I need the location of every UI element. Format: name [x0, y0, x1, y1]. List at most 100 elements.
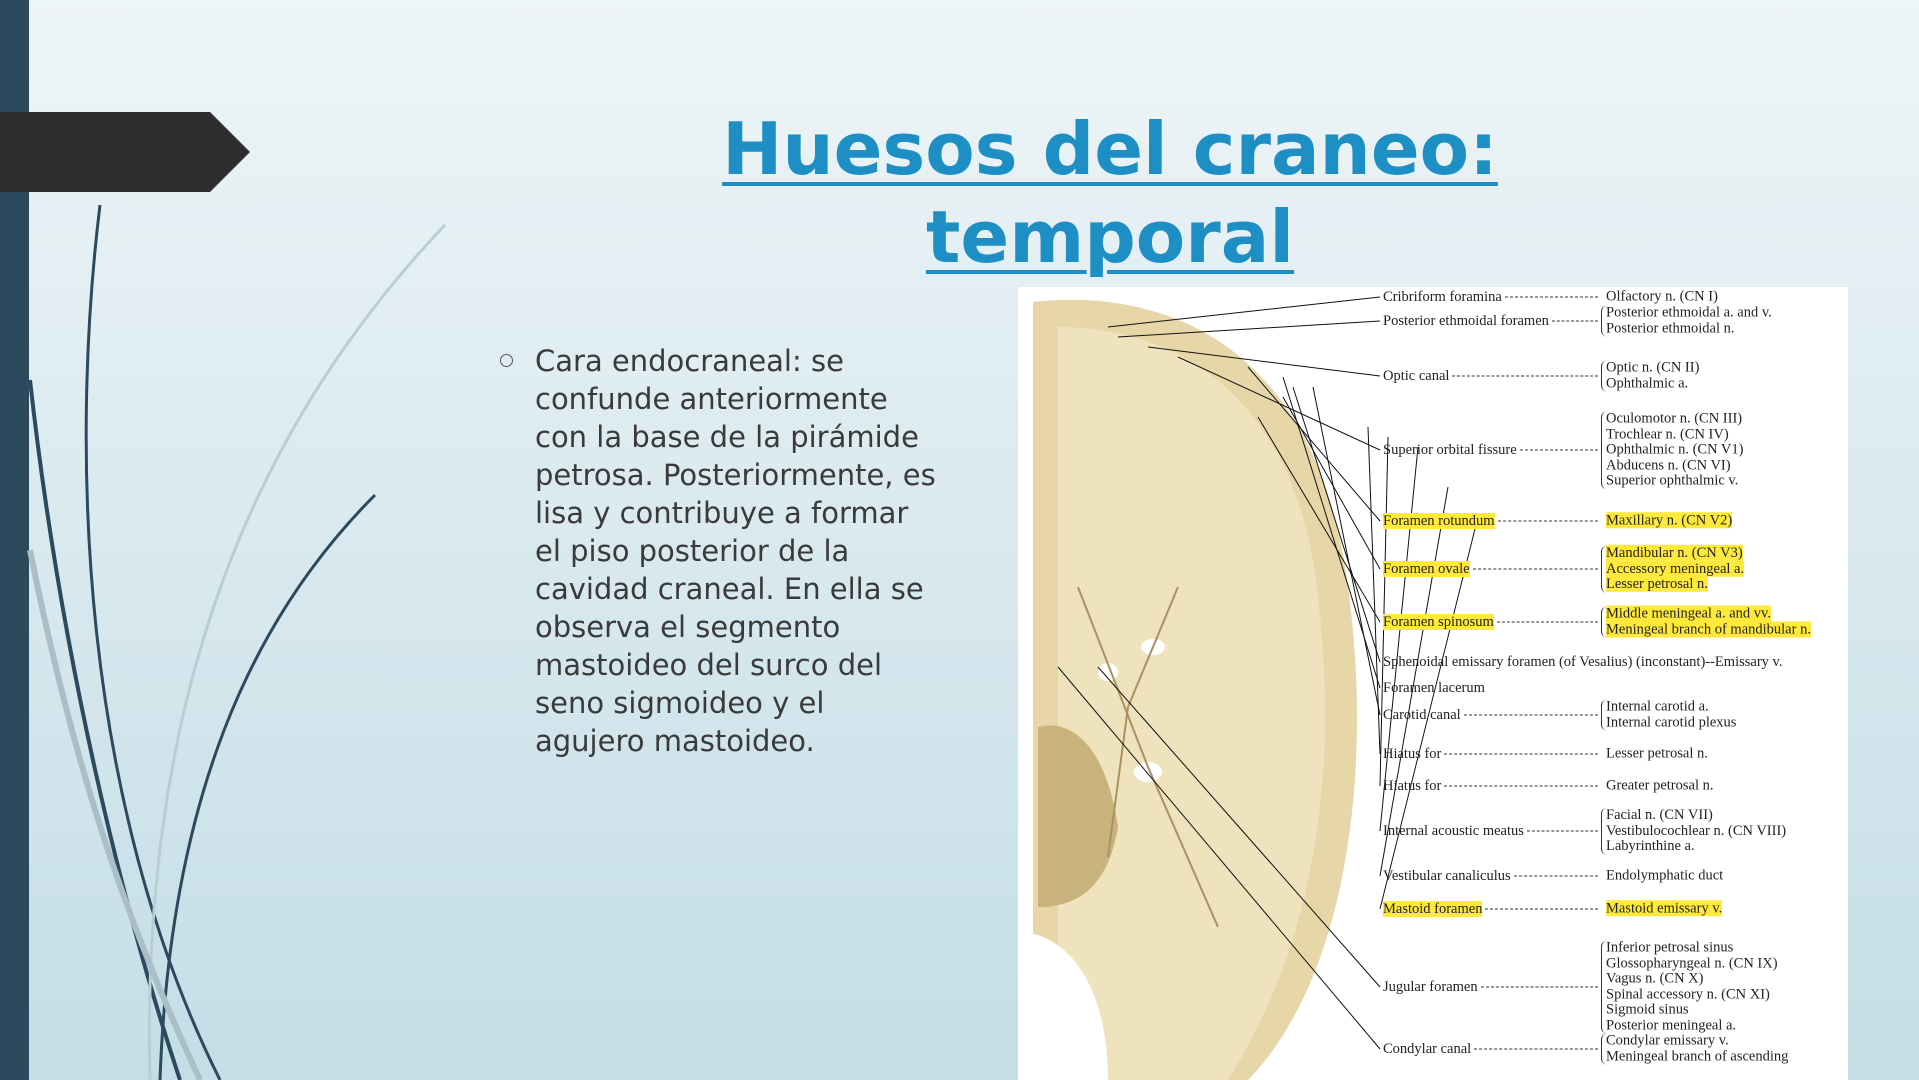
contents-item: Olfactory n. (CN I): [1606, 288, 1718, 305]
figure-label: Mastoid foramen: [1383, 901, 1483, 917]
leader-line: [1107, 296, 1381, 328]
figure-contents: Olfactory n. (CN I): [1606, 289, 1718, 305]
dashed-connector: [1444, 785, 1598, 787]
figure-label: Optic canal: [1383, 368, 1450, 384]
contents-item: Inferior petrosal sinus: [1606, 939, 1734, 956]
contents-item: Middle meningeal a. and vv.: [1606, 605, 1771, 622]
leader-line: [1097, 666, 1381, 988]
figure-label: Condylar canal: [1383, 1041, 1472, 1057]
figure-contents: Greater petrosal n.: [1606, 778, 1714, 794]
contents-item: Optic n. (CN II): [1606, 359, 1700, 376]
contents-item: Spinal accessory n. (CN XI): [1606, 986, 1770, 1002]
figure-label: Foramen spinosum: [1383, 614, 1494, 630]
contents-item: Meningeal branch of mandibular n.: [1606, 621, 1811, 637]
contents-item: Lesser petrosal n.: [1606, 575, 1708, 592]
skull-illustration: [1018, 296, 1479, 1080]
dashed-connector: [1473, 568, 1598, 570]
dashed-connector: [1498, 520, 1598, 522]
leader-line: [1292, 386, 1381, 663]
dashed-connector: [1514, 875, 1598, 877]
dashed-connector: [1527, 830, 1598, 832]
contents-item: Internal carotid a.: [1606, 698, 1709, 715]
figure-label: Hiatus for: [1383, 746, 1442, 762]
figure-contents: Facial n. (CN VII)Vestibulocochlear n. (…: [1601, 806, 1787, 855]
figure-contents: Internal carotid a.Internal carotid plex…: [1601, 698, 1736, 731]
dashed-connector: [1474, 1048, 1598, 1050]
figure-contents: Optic n. (CN II)Ophthalmic a.: [1601, 359, 1700, 392]
contents-item: Facial n. (CN VII): [1606, 806, 1713, 823]
contents-item: Greater petrosal n.: [1606, 777, 1714, 794]
title-arrow-shape: [0, 112, 250, 192]
contents-item: Meningeal branch of ascending: [1606, 1048, 1789, 1064]
figure-label: Cribriform foramina: [1383, 289, 1502, 305]
figure-label: Foramen ovale: [1383, 561, 1470, 577]
dashed-connector: [1464, 714, 1598, 716]
bullet-item: Cara endocraneal: se confunde anteriorme…: [500, 342, 940, 760]
dashed-connector: [1444, 753, 1598, 755]
contents-item: Vestibulocochlear n. (CN VIII): [1606, 822, 1787, 839]
leader-line: [1379, 446, 1419, 832]
contents-item: Posterior ethmoidal a. and v.: [1606, 304, 1772, 321]
contents-item: Endolymphatic duct: [1606, 867, 1724, 884]
figure-label: Posterior ethmoidal foramen: [1383, 313, 1549, 329]
figure-contents: Lesser petrosal n.: [1606, 746, 1708, 762]
bullet-circle-icon: [500, 354, 513, 367]
leader-line: [1379, 486, 1449, 877]
contents-item: Superior ophthalmic v.: [1606, 472, 1739, 489]
contents-item: Vagus n. (CN X): [1606, 970, 1704, 987]
contents-item: Ophthalmic n. (CN V1): [1606, 441, 1744, 458]
contents-item: Sigmoid sinus: [1606, 1001, 1689, 1018]
figure-label: Foramen rotundum: [1383, 513, 1495, 529]
leader-line: [1312, 386, 1381, 716]
leader-line: [1367, 426, 1381, 755]
contents-item: Glossopharyngeal n. (CN IX): [1606, 955, 1778, 971]
figure-contents: Oculomotor n. (CN III)Trochlear n. (CN I…: [1601, 411, 1743, 489]
leader-line: [1379, 516, 1479, 910]
leader-line: [1257, 416, 1381, 623]
figure-contents: Middle meningeal a. and vv.Meningeal bra…: [1601, 605, 1811, 638]
figure-label: Vestibular canaliculus: [1383, 868, 1511, 884]
leader-line: [1147, 346, 1381, 377]
dashed-connector: [1505, 296, 1598, 298]
contents-item: Posterior meningeal a.: [1606, 1017, 1737, 1033]
decorative-curves: [27, 204, 447, 1080]
figure-label: Sphenoidal emissary foramen (of Vesalius…: [1383, 654, 1783, 670]
figure-label: Carotid canal: [1383, 707, 1461, 723]
dashed-connector: [1520, 449, 1598, 451]
dashed-connector: [1452, 375, 1598, 377]
figure-label: Hiatus for: [1383, 778, 1442, 794]
contents-item: Lesser petrosal n.: [1606, 745, 1708, 762]
leader-line: [1282, 396, 1381, 570]
contents-item: Ophthalmic a.: [1606, 375, 1689, 391]
figure-contents: Endolymphatic duct: [1606, 868, 1723, 884]
title-line-2: temporal: [925, 195, 1295, 279]
contents-item: Mastoid emissary v.: [1606, 900, 1723, 917]
contents-item: Labyrinthine a.: [1606, 837, 1695, 854]
leader-line: [1379, 436, 1389, 787]
dashed-connector: [1552, 320, 1598, 322]
figure-label: Superior orbital fissure: [1383, 442, 1517, 458]
dashed-connector: [1481, 986, 1598, 988]
contents-item: Mandibular n. (CN V3): [1606, 544, 1743, 561]
figure-contents: Mastoid emissary v.: [1606, 900, 1723, 917]
bullet-text: Cara endocraneal: se confunde anteriorme…: [535, 344, 936, 758]
leader-line: [1057, 666, 1381, 1050]
figure-label: Internal acoustic meatus: [1383, 823, 1524, 839]
contents-item: Maxillary n. (CN V2): [1606, 512, 1733, 529]
figure-contents: Condylar emissary v.Meningeal branch of …: [1601, 1033, 1789, 1065]
leader-line: [1117, 320, 1381, 338]
slide-title: Huesos del craneo: temporal: [610, 105, 1610, 281]
contents-item: Trochlear n. (CN IV): [1606, 425, 1729, 442]
title-line-1: Huesos del craneo:: [722, 107, 1498, 191]
contents-item: Oculomotor n. (CN III): [1606, 410, 1743, 427]
dashed-connector: [1485, 908, 1598, 910]
figure-label: Jugular foramen: [1383, 979, 1478, 995]
figure-contents: Mandibular n. (CN V3)Accessory meningeal…: [1601, 544, 1745, 593]
figure-contents: Maxillary n. (CN V2): [1606, 512, 1733, 529]
figure-contents: Posterior ethmoidal a. and v.Posterior e…: [1601, 304, 1772, 337]
leader-line: [1247, 366, 1381, 522]
contents-item: Accessory meningeal a.: [1606, 560, 1745, 577]
dashed-connector: [1497, 621, 1598, 623]
